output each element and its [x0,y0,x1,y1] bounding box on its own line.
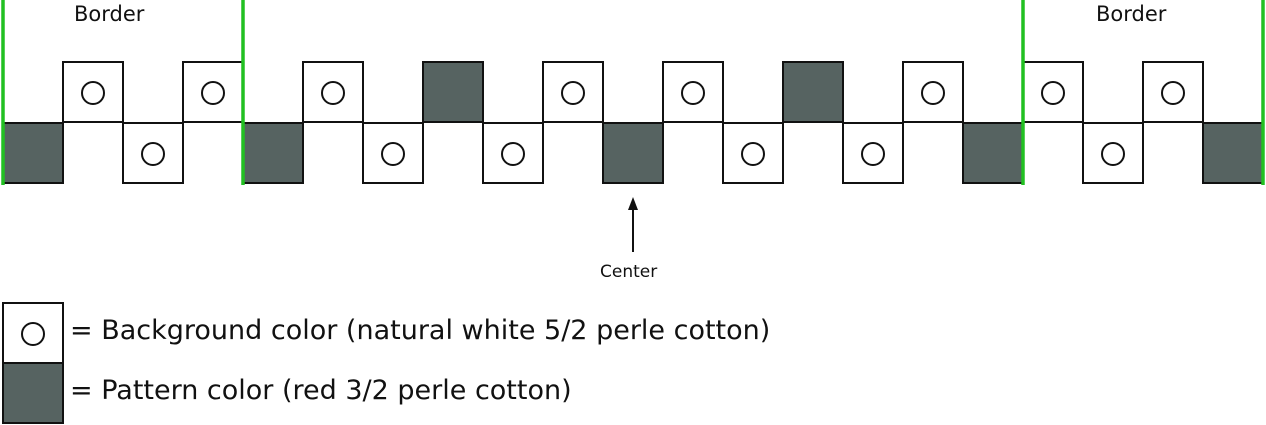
background-circle-icon [381,142,405,166]
background-circle-icon [741,142,765,166]
background-cell [902,61,964,123]
background-circle-icon [861,142,885,166]
background-circle-icon [321,81,345,105]
background-circle-icon [21,322,45,346]
background-circle-icon [201,81,225,105]
background-circle-icon [1101,142,1125,166]
background-cell [542,61,604,123]
pattern-cell [782,61,844,123]
background-cell [662,61,724,123]
border-label-right: Border [1096,2,1167,26]
legend-pattern-text: = Pattern color (red 3/2 perle cotton) [70,375,572,406]
border-label-left: Border [74,2,145,26]
center-arrow-head-icon [628,197,638,210]
background-circle-icon [501,142,525,166]
background-cell [62,61,124,123]
background-circle-icon [681,81,705,105]
background-circle-icon [1161,81,1185,105]
legend-background-swatch [2,302,64,364]
background-circle-icon [141,142,165,166]
pattern-cell [1202,122,1264,184]
background-circle-icon [921,81,945,105]
legend-background-text: = Background color (natural white 5/2 pe… [70,315,771,346]
background-cell [1022,61,1084,123]
background-cell [362,122,424,184]
pattern-cell [242,122,304,184]
pattern-cell [2,122,64,184]
background-circle-icon [561,81,585,105]
pattern-cell [962,122,1024,184]
background-circle-icon [81,81,105,105]
pattern-cell [602,122,664,184]
background-cell [842,122,904,184]
background-cell [302,61,364,123]
background-cell [722,122,784,184]
background-cell [482,122,544,184]
background-cell [1082,122,1144,184]
background-circle-icon [1041,81,1065,105]
legend-pattern-swatch [2,362,64,424]
background-cell [182,61,244,123]
background-cell [1142,61,1204,123]
background-cell [122,122,184,184]
pattern-cell [422,61,484,123]
center-label: Center [600,262,658,282]
